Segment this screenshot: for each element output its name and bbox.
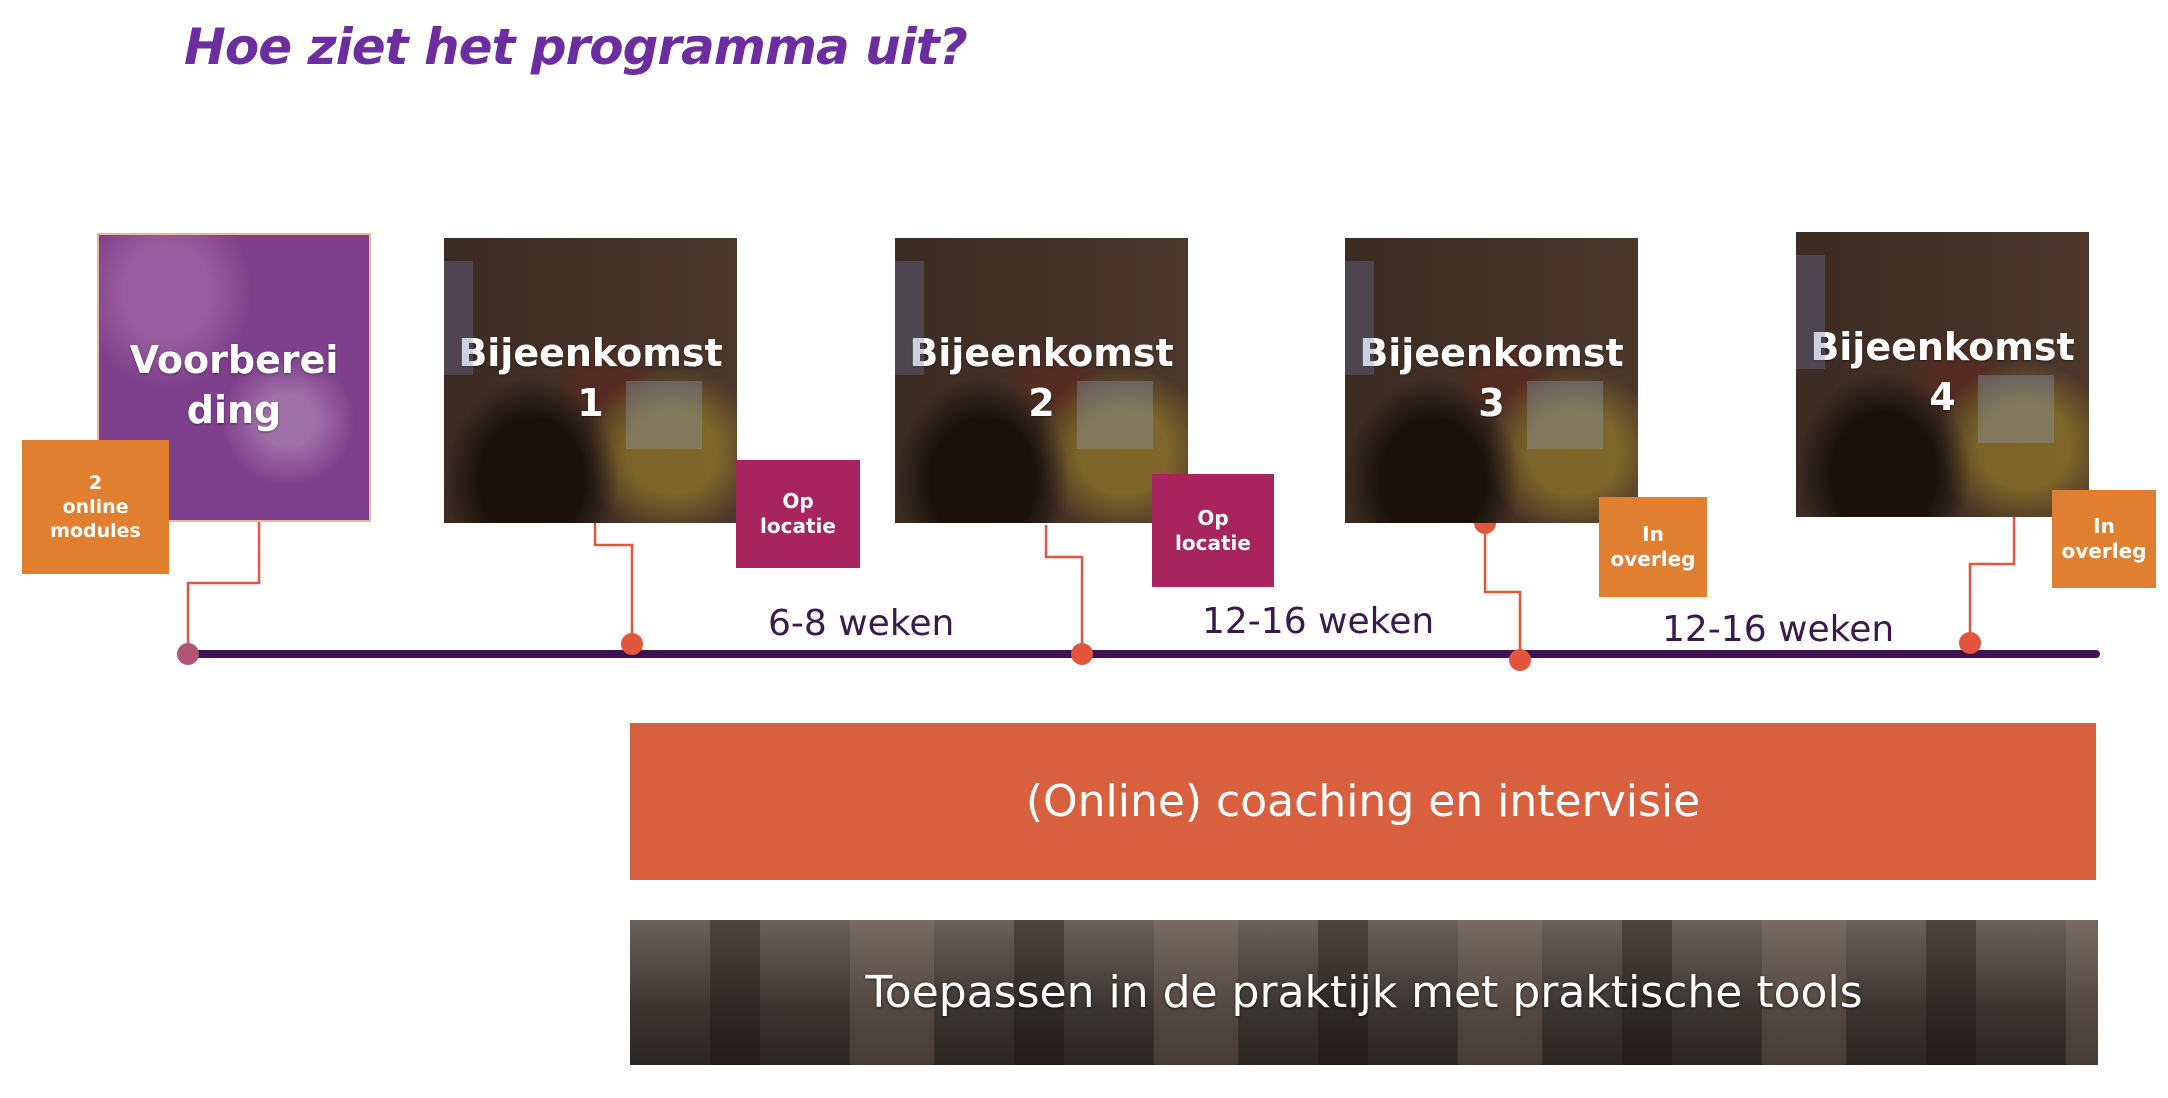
stage-label: Bijeenkomst 4 [1810, 325, 2075, 419]
tag-on-location: Op locatie [736, 460, 860, 568]
duration-label: 12-16 weken [1662, 609, 1895, 650]
page-title: Hoe ziet het programma uit? [184, 18, 968, 76]
timeline-dot [177, 643, 199, 665]
timeline-dot [1959, 632, 1981, 654]
coaching-bar: (Online) coaching en intervisie [630, 723, 2096, 880]
practice-bar-label: Toepassen in de praktijk met praktische … [865, 967, 1863, 1018]
practice-bar: Toepassen in de praktijk met praktische … [630, 920, 2098, 1065]
coaching-bar-label: (Online) coaching en intervisie [1025, 776, 1701, 827]
duration-label: 12-16 weken [1202, 601, 1435, 642]
stage-label: Bijeenkomst 2 [909, 331, 1174, 425]
stage-label: Bijeenkomst 1 [458, 331, 723, 425]
tag-online-modules: 2 online modules [22, 440, 169, 574]
timeline-dot [621, 633, 643, 655]
timeline-dot [1509, 649, 1531, 671]
stage-card-meeting-3: Bijeenkomst 3 [1345, 238, 1638, 523]
stage-card-meeting-4: Bijeenkomst 4 [1796, 232, 2089, 517]
tag-on-location: Op locatie [1152, 474, 1274, 587]
timeline-dot [1071, 643, 1093, 665]
connector-line [1968, 506, 2016, 643]
connector-line [1044, 525, 1084, 654]
connector-line [1483, 523, 1522, 660]
stage-label: Bijeenkomst 3 [1359, 331, 1624, 425]
tag-in-consultation: In overleg [2052, 490, 2156, 588]
stage-card-meeting-1: Bijeenkomst 1 [444, 238, 737, 523]
stage-card-meeting-2: Bijeenkomst 2 [895, 238, 1188, 523]
tag-in-consultation: In overleg [1599, 497, 1707, 597]
duration-label: 6-8 weken [768, 603, 955, 644]
stage-label: Voorberei ding [129, 338, 339, 432]
connector-line [186, 510, 261, 654]
